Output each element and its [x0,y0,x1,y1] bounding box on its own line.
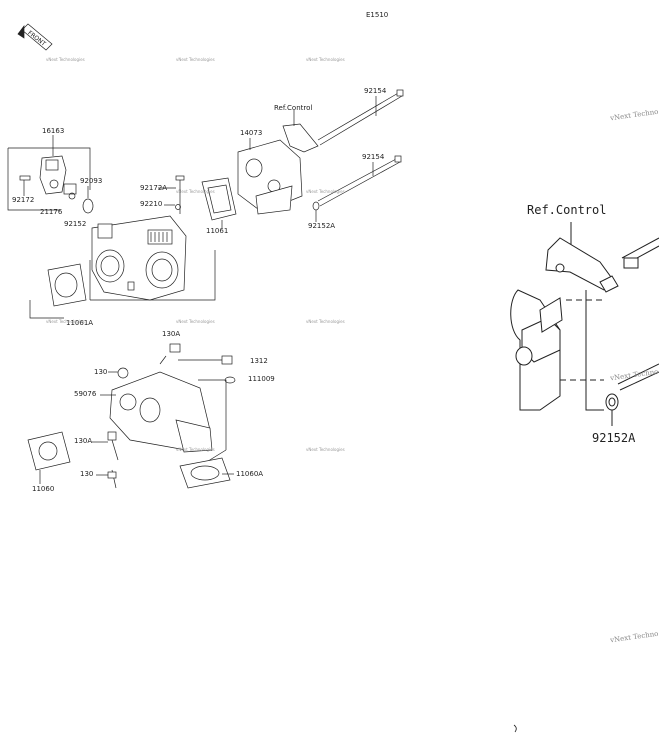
zoom-ref-control-label: Ref.Control [527,203,607,217]
part-label: 21176 [40,208,63,216]
part-label: 11061 [206,227,229,235]
ref-control-label: Ref.Control [274,104,313,112]
watermark: vNext Technologies [176,57,215,62]
part-label: 11060A [236,470,264,478]
zoom-detail [510,222,659,426]
watermark: vNext Technologies [306,447,345,452]
part-label: 16163 [42,127,65,135]
part-label: 92154 [362,153,385,161]
watermark: vNext Technologies [176,189,215,194]
part-label: 92152A [308,222,336,230]
part-label: 130 [94,368,108,376]
gasket-11060 [27,431,71,471]
watermark: vNext Technologies [306,319,345,324]
watermark: vNext Technologies [176,319,215,324]
zoom-part-label: 92152A [592,431,636,445]
part-label: 14073 [240,129,263,137]
part-label: 130 [80,470,94,478]
intake-14073 [237,139,303,215]
manifold-59076 [109,371,213,453]
watermark: vNext Technologies [306,189,345,194]
part-label: 92154 [364,87,387,95]
gasket-11060A [179,457,231,489]
watermark: vNext Technologies [46,319,85,324]
diagram-code: E1510 [366,11,389,19]
front-arrow-icon [17,23,53,51]
part-label: 92093 [80,177,103,185]
part-label: 130A [74,437,93,445]
watermark: vNext Technologies [46,57,85,62]
throttle-body [91,215,187,301]
gasket-11061A [47,263,87,307]
watermark: vNext Technologies [306,57,345,62]
part-label: 111009 [248,375,275,383]
part-label: 59076 [74,390,97,398]
watermark: vNext Technologies [176,447,215,452]
part-label: 92172A [140,184,168,192]
part-label: 1312 [250,357,268,365]
part-label: 130A [162,330,181,338]
gasket-11061 [201,177,237,221]
part-label: 11061A [66,319,94,327]
throttle-sensor [39,155,67,195]
part-label: 92172 [12,196,35,204]
part-label: 92152 [64,220,87,228]
part-label: 11060 [32,485,55,493]
part-label: 92210 [140,200,163,208]
